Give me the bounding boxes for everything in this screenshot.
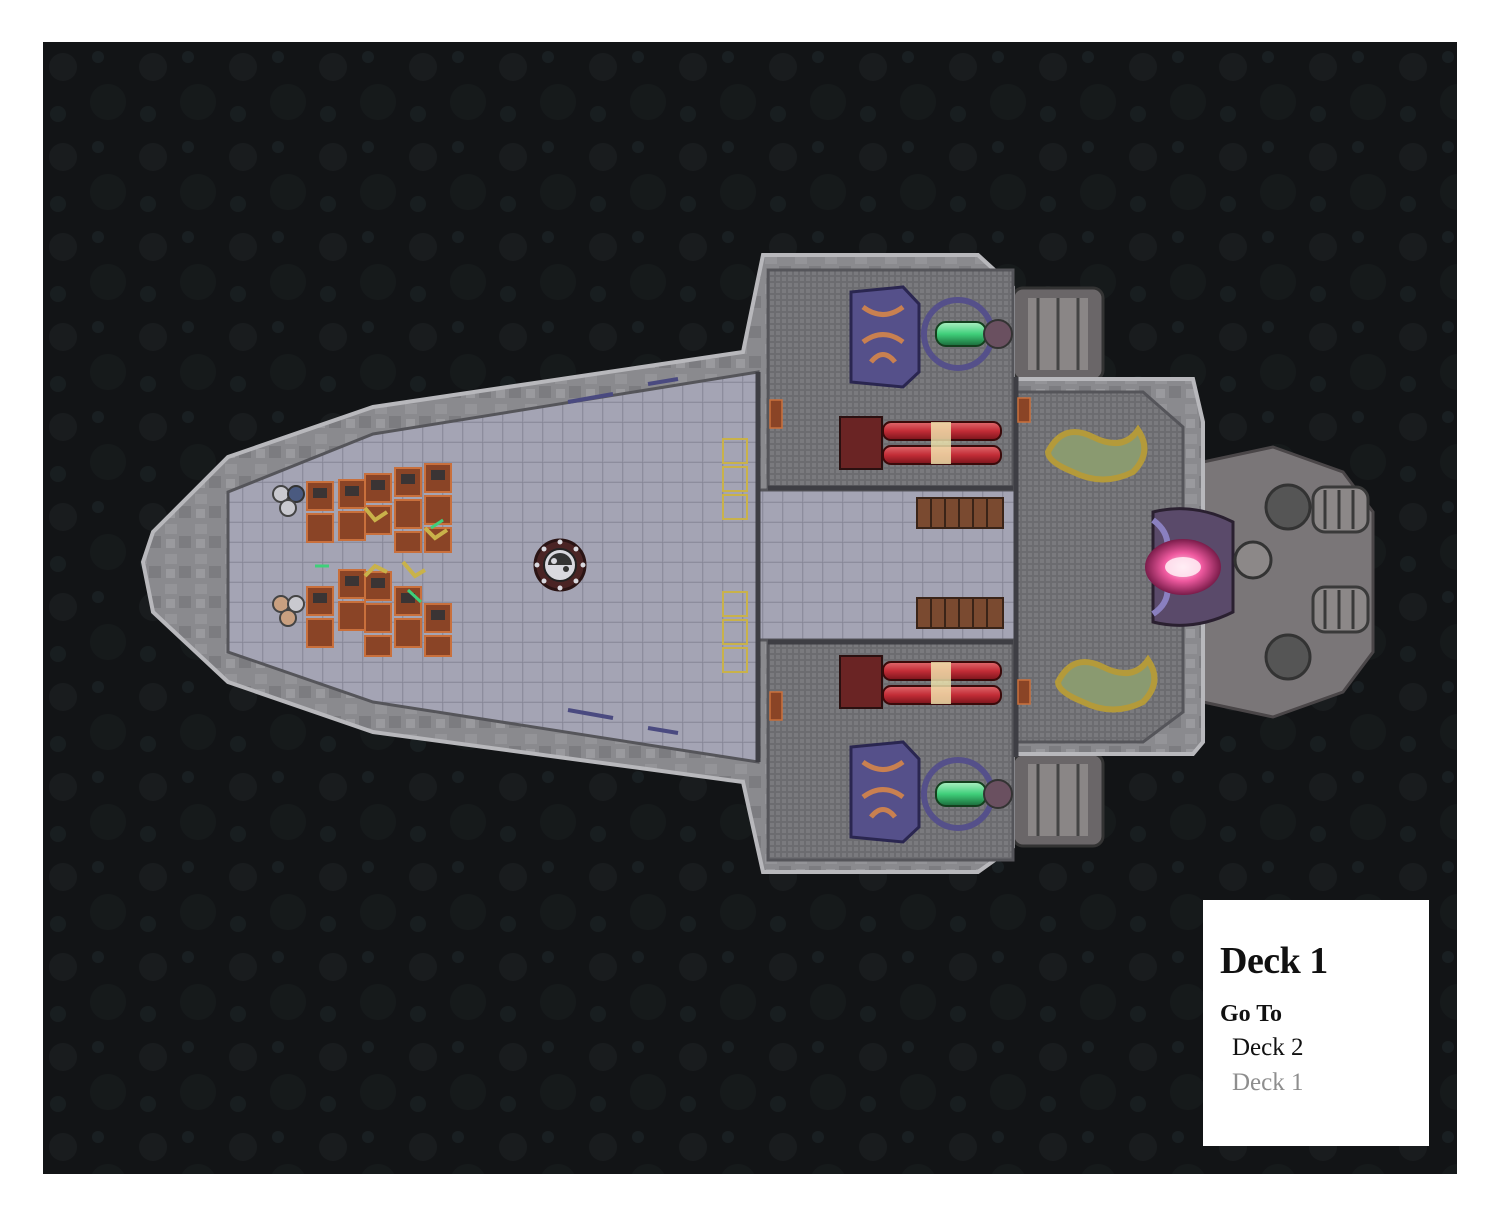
main-drive-core — [1145, 507, 1273, 627]
lower-power-cells — [839, 655, 1002, 709]
lower-conduit-coil — [1054, 654, 1158, 713]
bulkheads — [755, 372, 1019, 762]
lower-thruster — [1011, 752, 1105, 848]
wall-panels — [769, 397, 1031, 721]
goto-label: Go To — [1220, 1001, 1283, 1027]
deck-link-deck-1: Deck 1 — [1232, 1069, 1304, 1096]
upper-power-cells — [839, 416, 1002, 470]
deck-map-frame: Deck 1 Go To Deck 2 Deck 1 — [43, 42, 1457, 1174]
cargo-crates — [916, 497, 1004, 629]
hull-trim — [567, 377, 679, 735]
lower-reactor — [849, 740, 1013, 844]
deck-map — [43, 42, 1457, 1174]
upper-conduit-coil — [1044, 424, 1148, 483]
upper-thruster — [1011, 286, 1105, 382]
deck-title: Deck 1 — [1220, 940, 1328, 982]
deck-navigation-panel: Deck 1 Go To Deck 2 Deck 1 — [1203, 900, 1429, 1146]
deck-link-deck-2[interactable]: Deck 2 — [1232, 1034, 1304, 1061]
upper-reactor — [849, 285, 1013, 389]
pilot-seats — [272, 485, 305, 627]
main-engine-cluster — [1201, 445, 1375, 719]
bulkhead-doors — [722, 438, 748, 673]
central-lift-pad — [533, 538, 587, 592]
bridge-consoles — [306, 463, 452, 657]
